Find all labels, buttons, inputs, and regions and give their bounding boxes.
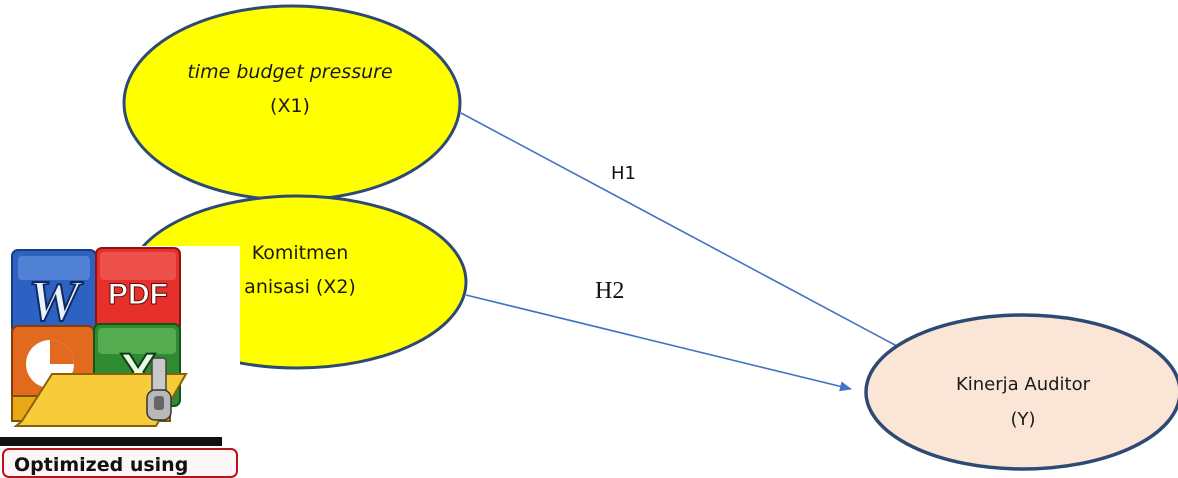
svg-text:W: W bbox=[28, 268, 83, 333]
node-x1-label: time budget pressure (X1) bbox=[180, 55, 400, 123]
node-x2-label: Komitmen anisasi (X2) bbox=[200, 236, 400, 304]
badge-divider bbox=[0, 437, 222, 446]
watermark-caption: Optimized using bbox=[2, 448, 238, 478]
edge-h1-label: H1 bbox=[611, 163, 636, 184]
watermark-badge: W PDF X bbox=[0, 246, 240, 471]
node-y-line2: (Y) bbox=[1010, 409, 1036, 430]
node-x2-line1: Komitmen bbox=[251, 242, 349, 264]
edge-h2-arrow bbox=[465, 294, 852, 392]
node-x2-line2: anisasi (X2) bbox=[244, 276, 356, 298]
node-x1-label-suffix: (X1) bbox=[270, 95, 310, 117]
zipper-icon bbox=[146, 357, 172, 421]
node-y-ellipse bbox=[864, 313, 1178, 471]
pdf-tile-icon: PDF bbox=[95, 247, 181, 333]
edge-h2-label: H2 bbox=[595, 278, 625, 304]
office-files-icon: W PDF X bbox=[11, 247, 188, 427]
node-x1-label-italic: time budget pressure bbox=[187, 61, 393, 83]
edge-h1-arrow bbox=[460, 112, 909, 353]
node-y-line1: Kinerja Auditor bbox=[955, 374, 1091, 395]
node-y-label: Kinerja Auditor (Y) bbox=[903, 367, 1143, 437]
word-tile-icon: W bbox=[11, 249, 97, 335]
svg-text:PDF: PDF bbox=[108, 278, 168, 311]
